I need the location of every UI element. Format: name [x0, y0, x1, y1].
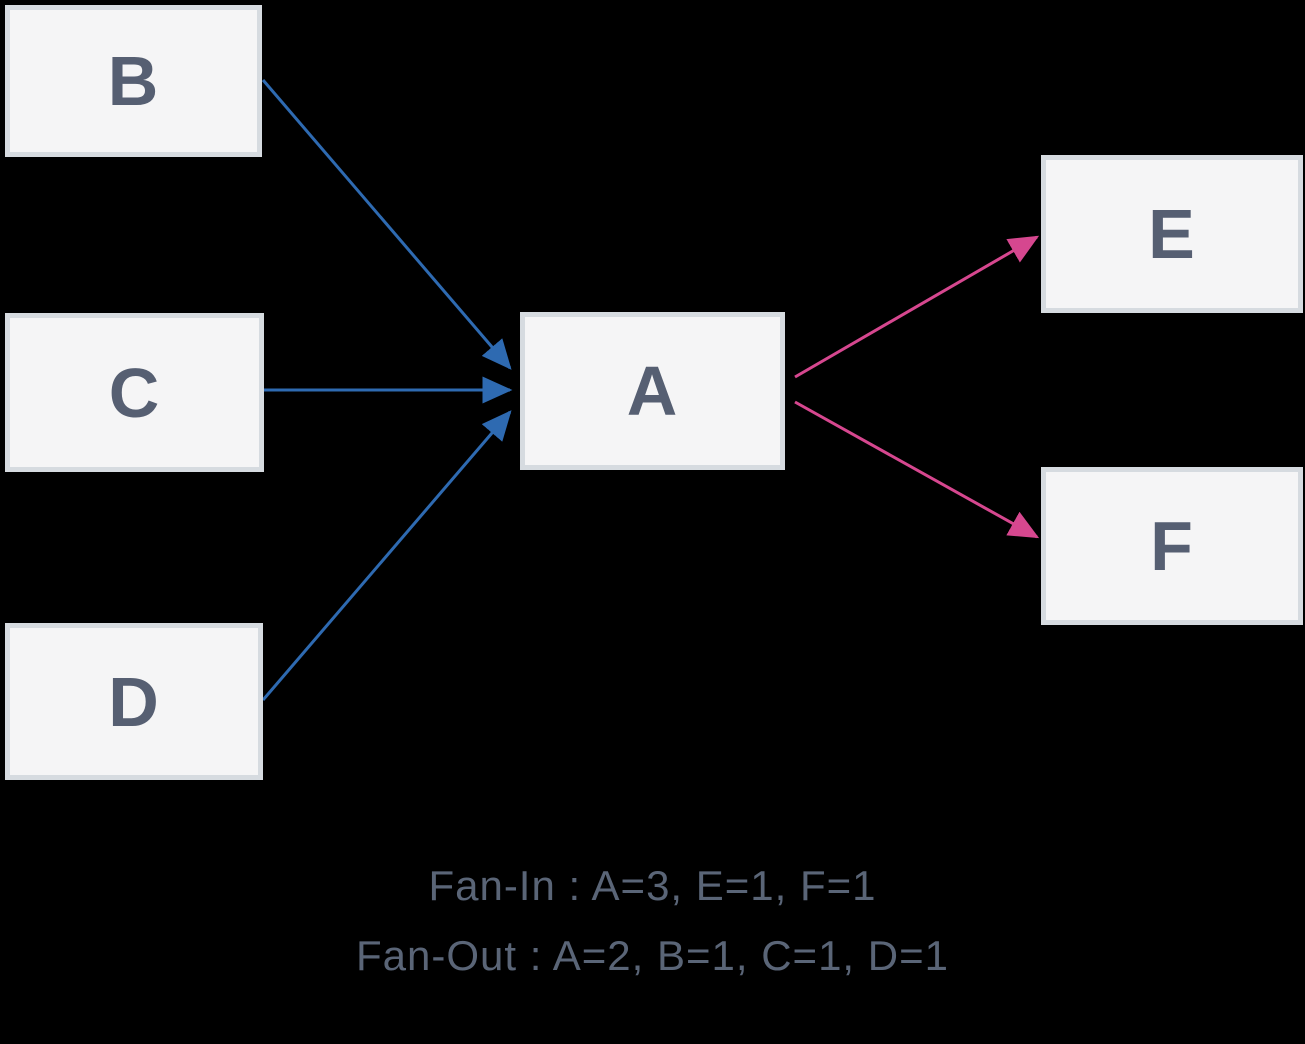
node-box-d: D [5, 623, 263, 780]
node-label-c: C [108, 353, 161, 432]
edge-a-to-e [794, 235, 1040, 379]
caption: Fan-In : A=3, E=1, F=1 Fan-Out : A=2, B=… [0, 864, 1305, 978]
edge-b-to-a [261, 79, 512, 370]
node-label-f: F [1150, 507, 1194, 585]
node-box-a: A [520, 312, 785, 470]
node-box-f: F [1041, 467, 1303, 625]
node-box-e: E [1041, 155, 1303, 313]
node-label-b: B [107, 42, 160, 120]
edge-d-to-a [261, 410, 512, 701]
node-label-d: D [108, 662, 160, 741]
node-label-e: E [1148, 195, 1196, 273]
node-box-c: C [5, 313, 264, 472]
edge-a-to-f [794, 400, 1040, 539]
caption-fan-in: Fan-In : A=3, E=1, F=1 [428, 862, 877, 909]
caption-fan-out: Fan-Out : A=2, B=1, C=1, D=1 [356, 932, 949, 979]
node-box-b: B [5, 5, 262, 157]
node-label-a: A [626, 352, 679, 430]
